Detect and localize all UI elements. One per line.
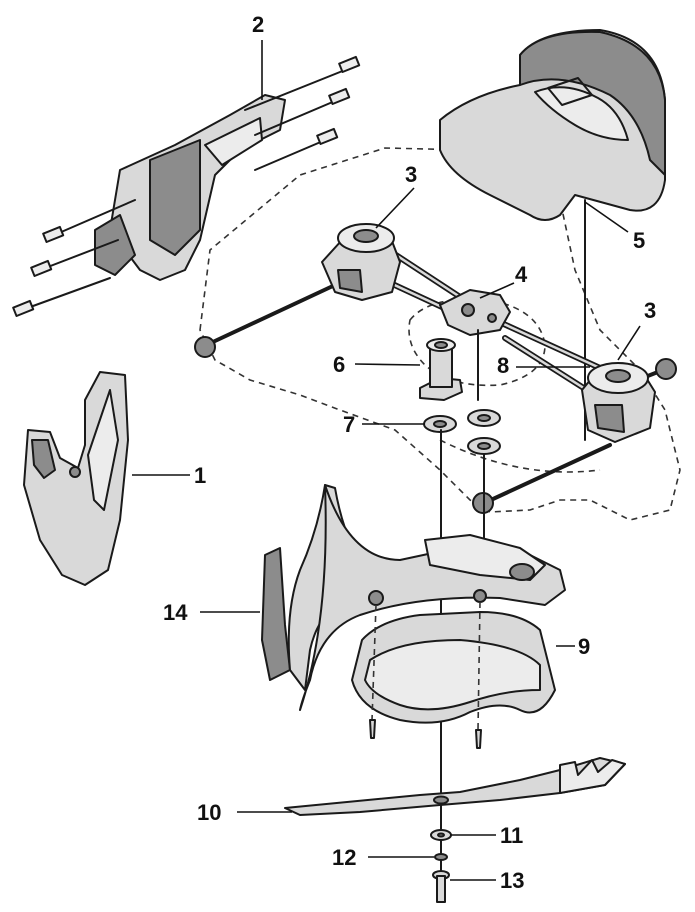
callout-9: 9 [578,634,590,659]
callout-7: 7 [343,412,355,437]
part-11-washer [430,829,452,841]
part-3-gearbox-right [581,362,656,443]
part-7-pulleys [423,409,501,455]
axles [194,283,677,514]
callout-10: 10 [197,800,221,825]
callout-12: 12 [332,845,356,870]
callout-11: 11 [500,823,523,848]
callout-1: 1 [194,463,206,488]
part-9-blade-guard [351,601,556,749]
lower-deck-housing [299,484,566,711]
part-3-gearbox-left [321,223,401,301]
part-1-chute-guard [23,371,129,586]
leader-lines [132,40,641,881]
part-2-handle-bracket [12,55,361,318]
callout-5: 5 [633,228,645,253]
part-10-blade [284,757,626,816]
callout-14: 14 [163,600,188,625]
part-4-tensioner-bracket [439,289,511,401]
part-13-bolt [432,870,450,903]
callout-13: 13 [500,868,524,893]
part-6-spindle [419,338,463,401]
callout-8: 8 [497,353,509,378]
callout-3-right: 3 [644,298,656,323]
callout-6: 6 [333,352,345,377]
part-12-spring-washer [434,853,448,861]
callout-2: 2 [252,12,264,37]
callout-3-left: 3 [405,162,417,187]
callout-4: 4 [515,262,528,287]
callout-labels: 2 3 5 4 3 6 8 7 1 14 9 10 11 12 13 [163,12,656,893]
